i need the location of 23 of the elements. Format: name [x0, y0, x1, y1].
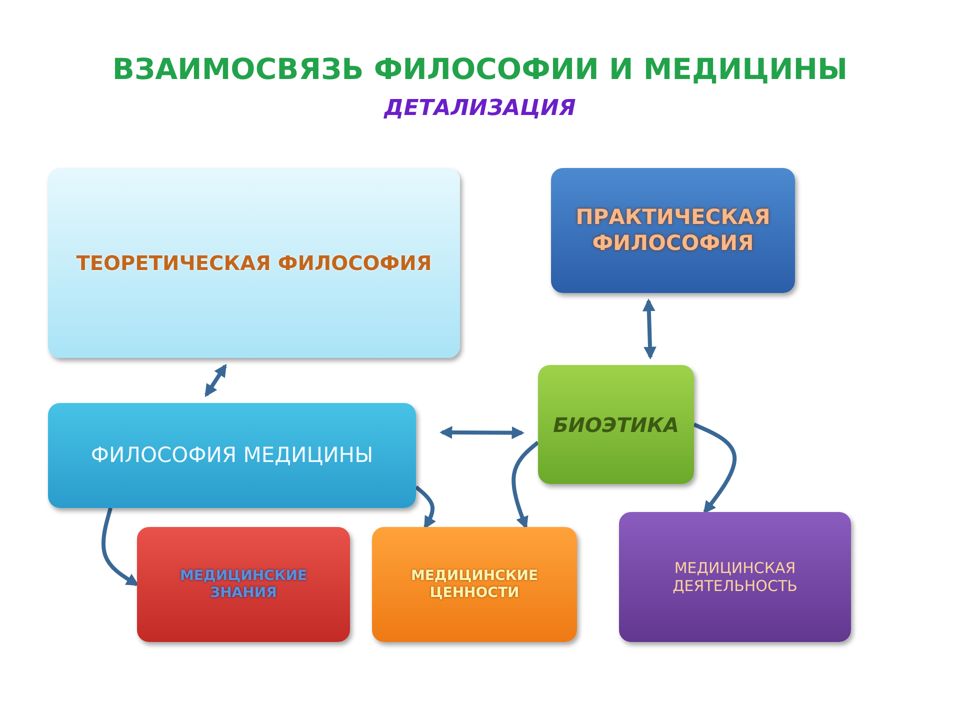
box-label: МЕДИЦИНСКИЕ ЗНАНИЯ — [178, 568, 308, 602]
process-box — [48, 403, 416, 508]
process-box — [48, 168, 460, 358]
subtitle: ДЕТАЛИЗАЦИЯ — [382, 96, 577, 121]
curved-arrow — [414, 485, 436, 530]
double-arrow — [204, 364, 227, 398]
curved-arrow — [693, 422, 737, 514]
box-label: МЕДИЦИНСКАЯ ДЕЯТЕЛЬНОСТЬ — [672, 559, 798, 595]
process-box — [538, 365, 694, 484]
box-label: МЕДИЦИНСКИЕ ЦЕННОСТИ — [410, 568, 540, 602]
process-box — [619, 512, 851, 642]
process-box — [372, 527, 577, 642]
double-arrow — [439, 426, 525, 440]
curved-arrow — [512, 440, 540, 530]
box-label: ПРАКТИЧЕСКАЯ ФИЛОСОФИЯ — [574, 205, 772, 256]
box-label: ФИЛОСОФИЯ МЕДИЦИНЫ — [90, 442, 374, 468]
box-label: БИОЭТИКА — [552, 412, 680, 436]
curved-arrow — [102, 507, 140, 586]
process-box — [551, 168, 795, 293]
process-box — [137, 527, 350, 642]
box-label: ТЕОРЕТИЧЕСКАЯ ФИЛОСОФИЯ — [75, 251, 433, 275]
double-arrow — [642, 298, 656, 360]
title: ВЗАИМОСВЯЗЬ ФИЛОСОФИИ И МЕДИЦИНЫ — [111, 52, 849, 86]
